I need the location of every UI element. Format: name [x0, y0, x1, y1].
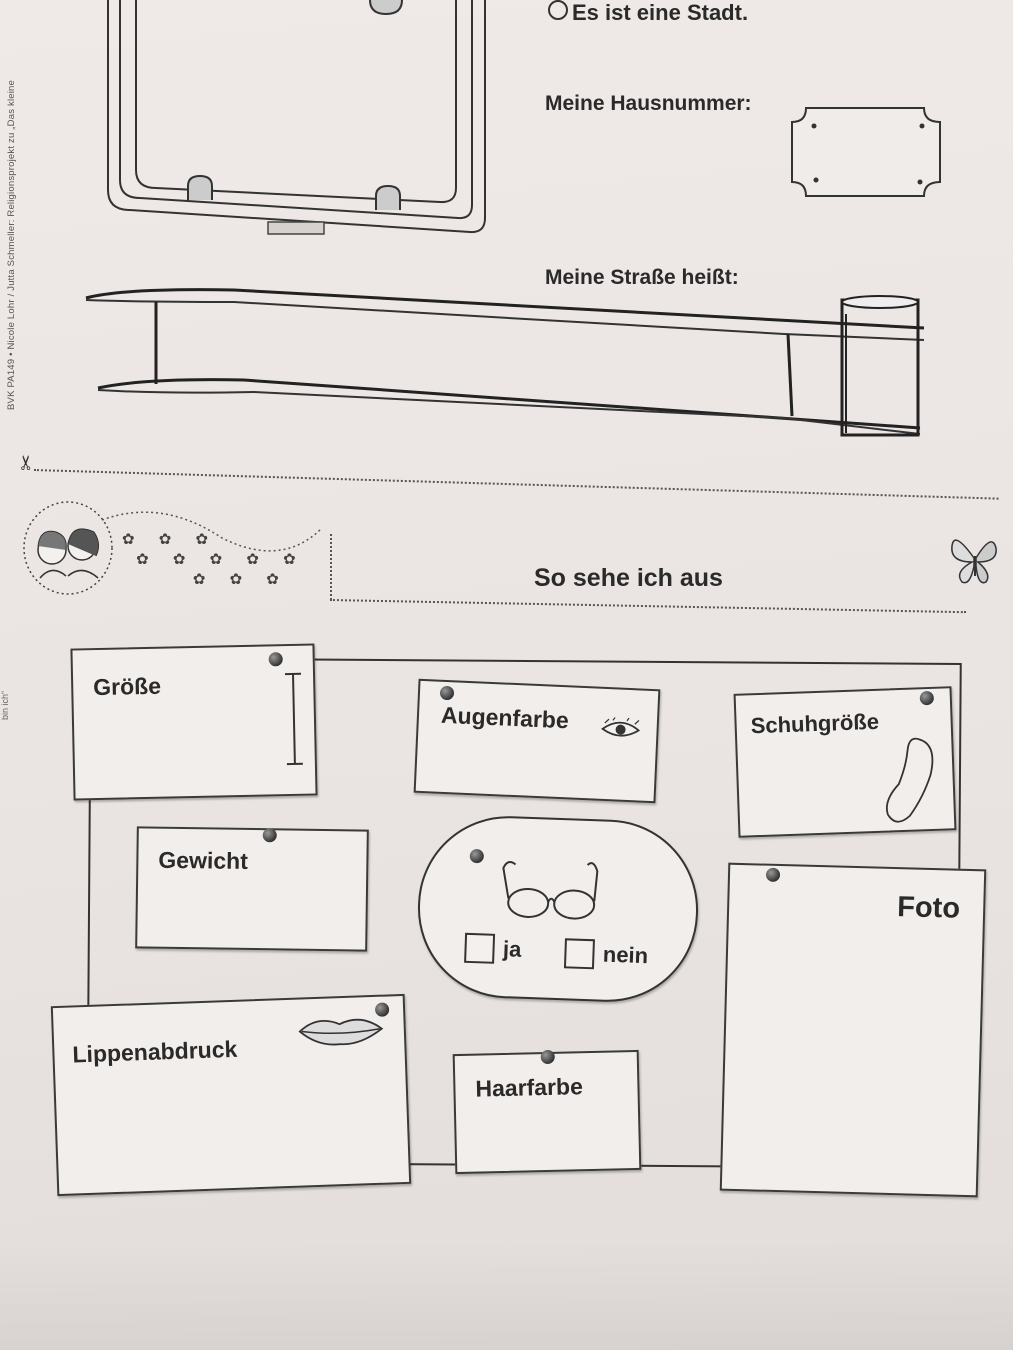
eye-icon: [601, 717, 641, 737]
pin-icon: [439, 685, 455, 701]
page-shadow: [0, 1240, 1013, 1350]
hair-color-card[interactable]: Haarfarbe: [452, 1049, 642, 1175]
city-option-label: Es ist eine Stadt.: [572, 0, 749, 25]
header-vertical-rule: [330, 534, 332, 600]
butterfly-icon: [951, 539, 997, 584]
section-title: So sehe ich aus: [534, 564, 723, 592]
radio-circle-icon[interactable]: [548, 0, 568, 20]
pin-icon: [919, 690, 935, 706]
publisher-credit: BVK PA149 • Nicole Lohr / Jutta Schmelle…: [6, 79, 17, 410]
weight-label: Gewicht: [158, 846, 249, 874]
pin-icon: [469, 848, 485, 864]
pin-icon: [540, 1049, 555, 1065]
lip-print-card[interactable]: Lippenabdruck: [50, 993, 412, 1197]
door-sign-frame: [107, 0, 486, 235]
flower-icon: ✿ ✿ ✿ ✿ ✿ ✿ ✿ ✿ ✿ ✿ ✿: [122, 531, 306, 588]
yes-label: ja: [502, 936, 522, 962]
glasses-icon: [502, 861, 599, 920]
hair-color-label: Haarfarbe: [475, 1073, 584, 1102]
glasses-no-option[interactable]: nein: [563, 938, 649, 971]
photo-label: Foto: [896, 891, 961, 925]
eye-color-label: Augenfarbe: [440, 701, 570, 734]
eye-color-card[interactable]: Augenfarbe: [413, 678, 661, 804]
yes-checkbox[interactable]: [464, 932, 496, 964]
pin-icon: [374, 1002, 390, 1017]
measure-icon: [284, 672, 303, 766]
weight-card[interactable]: Gewicht: [135, 826, 369, 952]
pin-icon: [765, 867, 781, 883]
street-sign[interactable]: [84, 288, 934, 443]
house-number-plate[interactable]: [788, 104, 948, 200]
size-card[interactable]: Größe: [70, 643, 318, 801]
children-drawing: [23, 501, 323, 595]
pin-icon: [268, 652, 283, 667]
lip-print-label: Lippenabdruck: [72, 1035, 238, 1068]
size-label: Größe: [92, 672, 162, 701]
shoe-size-card[interactable]: Schuhgröße: [733, 686, 957, 838]
glasses-yes-option[interactable]: ja: [464, 932, 522, 965]
footprint-icon: [885, 737, 934, 823]
cut-line: [33, 469, 999, 500]
house-number-label: Meine Hausnummer:: [545, 92, 752, 115]
pin-icon: [262, 828, 277, 843]
header-underline: [329, 599, 966, 614]
no-label: nein: [602, 941, 649, 969]
glasses-card[interactable]: ja nein: [414, 813, 702, 1005]
photo-card[interactable]: Foto: [719, 862, 987, 1198]
side-fragment: bin ich“: [0, 690, 10, 720]
shoe-size-label: Schuhgröße: [750, 708, 880, 739]
no-checkbox[interactable]: [563, 938, 595, 970]
street-label: Meine Straße heißt:: [545, 266, 739, 289]
lips-icon: [298, 1018, 384, 1046]
